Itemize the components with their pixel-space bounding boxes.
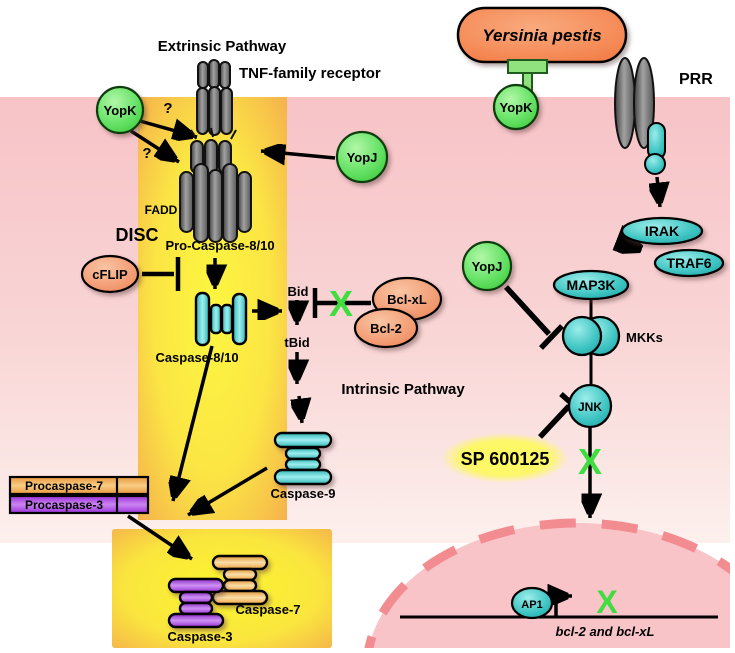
- caspase-3-label: Caspase-3: [167, 629, 232, 644]
- bcl-genes-label: bcl-2 and bcl-xL: [556, 624, 655, 639]
- sp600125-label: SP 600125: [461, 449, 550, 469]
- cflip-label: cFLIP: [92, 267, 128, 282]
- caspase-3-complex: Caspase-3: [167, 577, 233, 644]
- yopk-node-right: YopK: [492, 83, 540, 131]
- arrow-yopj-to-disc: [260, 151, 336, 158]
- disc-label: DISC: [115, 225, 158, 245]
- arrow-caspase810-to-procaspases: [173, 345, 214, 502]
- tnf-family-receptor: [196, 59, 233, 136]
- intrinsic-pathway-title: Intrinsic Pathway: [341, 381, 465, 398]
- mkks-label: MKKs: [626, 330, 663, 345]
- map3k-node: MAP3K: [552, 269, 630, 301]
- procaspase-7-bar: Procaspase-7: [8, 475, 150, 496]
- question-mark-1: ?: [163, 100, 172, 117]
- yopj-right-label: YopJ: [472, 259, 503, 274]
- fadd-label: FADD: [145, 203, 178, 217]
- ap1-node: AP1: [510, 586, 554, 620]
- caspase-7-complex: Caspase-7: [211, 554, 301, 617]
- jnk-node: JNK: [567, 383, 613, 429]
- bcl-2-node: Bcl-2: [353, 307, 419, 349]
- procaspase-3-bar: Procaspase-3: [8, 494, 150, 515]
- arrow-caspase9-to-procaspases: [188, 466, 268, 515]
- yopj-left-label: YopJ: [347, 150, 378, 165]
- yersinia-pestis-cell: Yersinia pestis: [456, 6, 628, 64]
- caspase-7-label: Caspase-7: [235, 602, 300, 617]
- tbar-yopj-mkks: [503, 285, 564, 350]
- tbar-bcl: [312, 288, 371, 318]
- yopk-node-left: YopK: [95, 85, 145, 135]
- question-mark-2: ?: [142, 145, 151, 162]
- prr-label: PRR: [679, 71, 713, 88]
- tnf-receptor-label: TNF-family receptor: [239, 65, 381, 82]
- traf6-node: TRAF6: [653, 248, 725, 278]
- block-x-bid: X: [329, 283, 353, 324]
- traf6-label: TRAF6: [666, 255, 711, 271]
- yopk-left-label: YopK: [104, 103, 138, 118]
- irak-node: IRAK: [620, 216, 704, 246]
- bcl-xl-label: Bcl-xL: [387, 292, 427, 307]
- caspase-9-label: Caspase-9: [270, 486, 335, 501]
- tbid-label: tBid: [284, 335, 309, 350]
- jnk-label: JNK: [578, 400, 602, 414]
- yersinia-pestis-label: Yersinia pestis: [482, 26, 601, 45]
- promoter-arrow: [556, 596, 572, 616]
- irak-label: IRAK: [645, 223, 679, 239]
- mkks-node: MKKs: [561, 315, 663, 357]
- procaspase-3-label: Procaspase-3: [25, 498, 103, 512]
- yopk-right-label: YopK: [500, 100, 534, 115]
- bid-label: Bid: [288, 284, 309, 299]
- type3-secretion-system: [507, 59, 548, 93]
- tbar-cflip: [142, 257, 181, 291]
- block-x-jnk: X: [578, 441, 602, 482]
- arrow-yopk-to-receptor: [139, 121, 198, 137]
- arrow-yopk-to-disc: [130, 129, 179, 162]
- arrow-procaspases-to-effector-box: [127, 514, 192, 559]
- block-x-transcription: X: [596, 584, 618, 620]
- disc-complex: FADD DISC Pro-Caspase-8/10: [115, 127, 275, 253]
- procaspase-7-label: Procaspase-7: [25, 479, 103, 493]
- caspase-8-10-label: Caspase-8/10: [155, 350, 238, 365]
- yopj-node-right: YopJ: [461, 240, 513, 292]
- ap1-label: AP1: [521, 599, 542, 611]
- caspase-9-complex: Caspase-9: [270, 431, 336, 501]
- arrow-to-caspase9: [299, 395, 302, 424]
- cflip-node: cFLIP: [80, 254, 140, 294]
- arrow-prr-to-irak: [657, 176, 660, 208]
- extrinsic-pathway-title: Extrinsic Pathway: [158, 38, 287, 55]
- sp600125-inhibitor: SP 600125: [441, 433, 569, 483]
- caspase-8-10-complex: Caspase-8/10: [155, 291, 248, 365]
- pro-caspase-label: Pro-Caspase-8/10: [165, 238, 274, 253]
- map3k-label: MAP3K: [566, 277, 615, 293]
- yopj-node-left: YopJ: [335, 130, 389, 184]
- prr-receptor: PRR: [614, 57, 713, 175]
- bcl-2-label: Bcl-2: [370, 321, 402, 336]
